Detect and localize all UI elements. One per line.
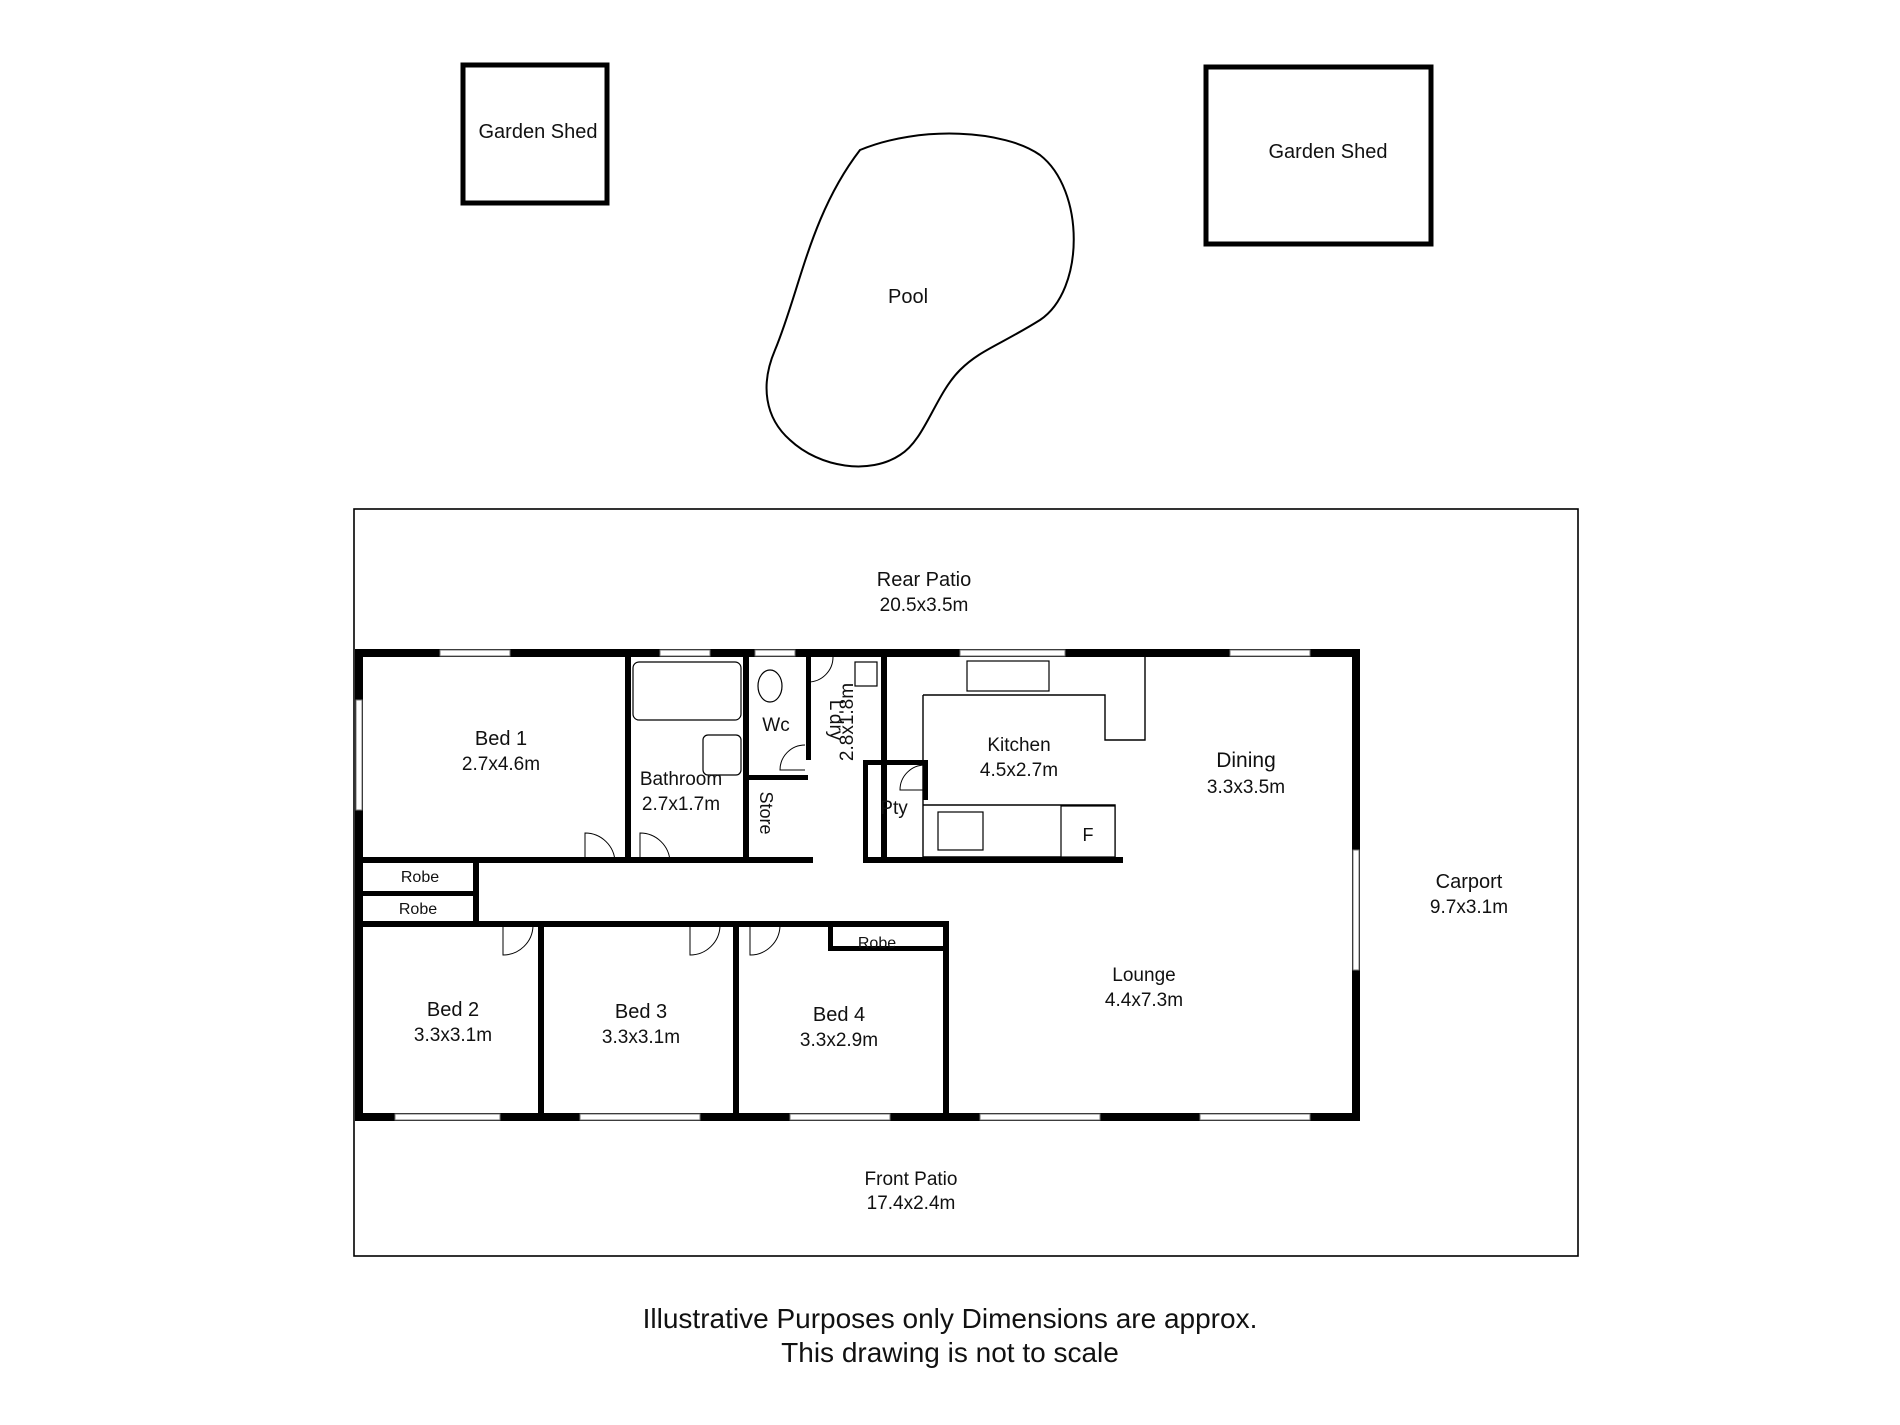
front-patio-name: Front Patio (865, 1169, 958, 1190)
fridge-space (1060, 805, 1116, 858)
lounge-name: Lounge (1112, 965, 1175, 986)
front-patio-dims: 17.4x2.4m (867, 1193, 956, 1214)
rear-patio-name: Rear Patio (877, 569, 972, 591)
garden-shed-right (1203, 64, 1434, 247)
rear-patio-dims: 20.5x3.5m (880, 595, 969, 616)
kitchen-name: Kitchen (987, 735, 1050, 756)
vanity-basin (702, 734, 742, 776)
pool-outline (765, 132, 1075, 468)
kitchen-dims: 4.5x2.7m (980, 760, 1058, 781)
fixtures (632, 657, 1146, 858)
robe3-label: Robe (858, 935, 896, 952)
bed1-name: Bed 1 (475, 728, 527, 750)
site-outline (353, 508, 1579, 1257)
fridge-label: F (1083, 825, 1094, 845)
bed3-name: Bed 3 (615, 1001, 667, 1023)
disclaimer-line-1: Illustrative Purposes only Dimensions ar… (642, 1303, 1258, 1334)
laundry-tub (854, 661, 878, 687)
dining-name: Dining (1216, 749, 1276, 772)
carport-name: Carport (1436, 871, 1503, 893)
bed2-dims: 3.3x3.1m (414, 1025, 492, 1046)
garden-shed-left (460, 62, 610, 206)
door-swings (502, 656, 926, 956)
toilet (757, 669, 783, 703)
bed4-dims: 3.3x2.9m (800, 1030, 878, 1051)
kitchen-bench (923, 657, 1146, 741)
disclaimer-line-2: This drawing is not to scale (781, 1337, 1119, 1368)
lounge-dims: 4.4x7.3m (1105, 990, 1183, 1011)
robe2-label: Robe (399, 901, 437, 918)
interior-walls (363, 657, 1123, 1121)
garden-shed-right-label: Garden Shed (1269, 141, 1388, 163)
laundry-name: L'dry (825, 700, 846, 741)
garden-shed-left-label: Garden Shed (479, 121, 598, 143)
cooktop (937, 811, 984, 851)
bed4-name: Bed 4 (813, 1004, 865, 1026)
kitchen-sink (966, 660, 1050, 692)
wc-label: Wc (762, 715, 789, 736)
bed1-dims: 2.7x4.6m (462, 754, 540, 775)
bathroom-dims: 2.7x1.7m (642, 794, 720, 815)
dining-dims: 3.3x3.5m (1207, 777, 1285, 798)
bathtub (632, 661, 742, 721)
bathroom-name: Bathroom (640, 769, 722, 790)
labels: Garden Shed Garden Shed Pool Rear Patio … (399, 121, 1508, 1214)
windows (355, 649, 1360, 1121)
bed2-name: Bed 2 (427, 999, 479, 1021)
pantry-label: Pty (880, 798, 908, 819)
disclaimer: Illustrative Purposes only Dimensions ar… (0, 1302, 1900, 1370)
carport-dims: 9.7x3.1m (1430, 897, 1508, 918)
store-label: Store (756, 791, 776, 834)
pool-label: Pool (888, 286, 928, 308)
laundry-dims: 2.8x1.8m (837, 683, 858, 761)
robe1-label: Robe (401, 869, 439, 886)
bed3-dims: 3.3x3.1m (602, 1027, 680, 1048)
